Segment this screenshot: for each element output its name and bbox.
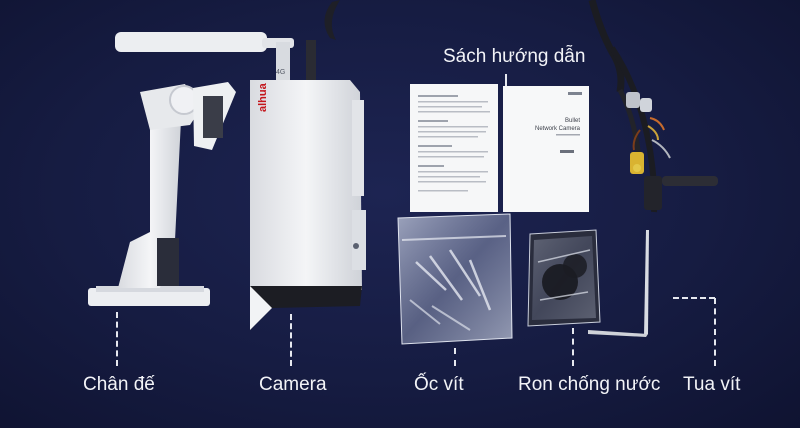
camera-leader-line <box>290 314 292 366</box>
manual-label: Sách hướng dẫn <box>443 46 586 67</box>
stand-leader-line <box>116 312 118 366</box>
bullet-camera: alhua 4G <box>115 0 366 330</box>
manual-leader-line <box>505 74 507 86</box>
user-manual-sheet <box>410 84 498 212</box>
cable-harness <box>588 0 718 213</box>
camera-label: Camera <box>259 374 327 395</box>
screws-label: Ốc vít <box>414 374 464 395</box>
wall-mount-stand <box>88 82 236 306</box>
seal-leader-line <box>572 328 574 366</box>
stand-label: Chân đế <box>83 374 155 395</box>
manual-cover-title-line1: Bullet <box>565 118 580 124</box>
screwdriver-label: Tua vít <box>683 374 741 395</box>
waterproof-seal-bag <box>527 229 601 327</box>
screw-bag <box>397 213 513 345</box>
brand-logo: alhua <box>257 82 269 112</box>
hex-key-screwdriver <box>588 230 649 337</box>
model-badge: 4G <box>276 69 285 76</box>
antenna <box>115 32 294 82</box>
screws-leader-line <box>454 348 456 366</box>
manual-cover-title-line2: Network Camera <box>535 126 581 132</box>
user-manual-cover: Bullet Network Camera <box>503 86 589 212</box>
screwdriver-leader-stub <box>673 297 715 299</box>
seal-label: Ron chống nước <box>518 374 661 395</box>
screwdriver-leader-line <box>714 298 716 366</box>
